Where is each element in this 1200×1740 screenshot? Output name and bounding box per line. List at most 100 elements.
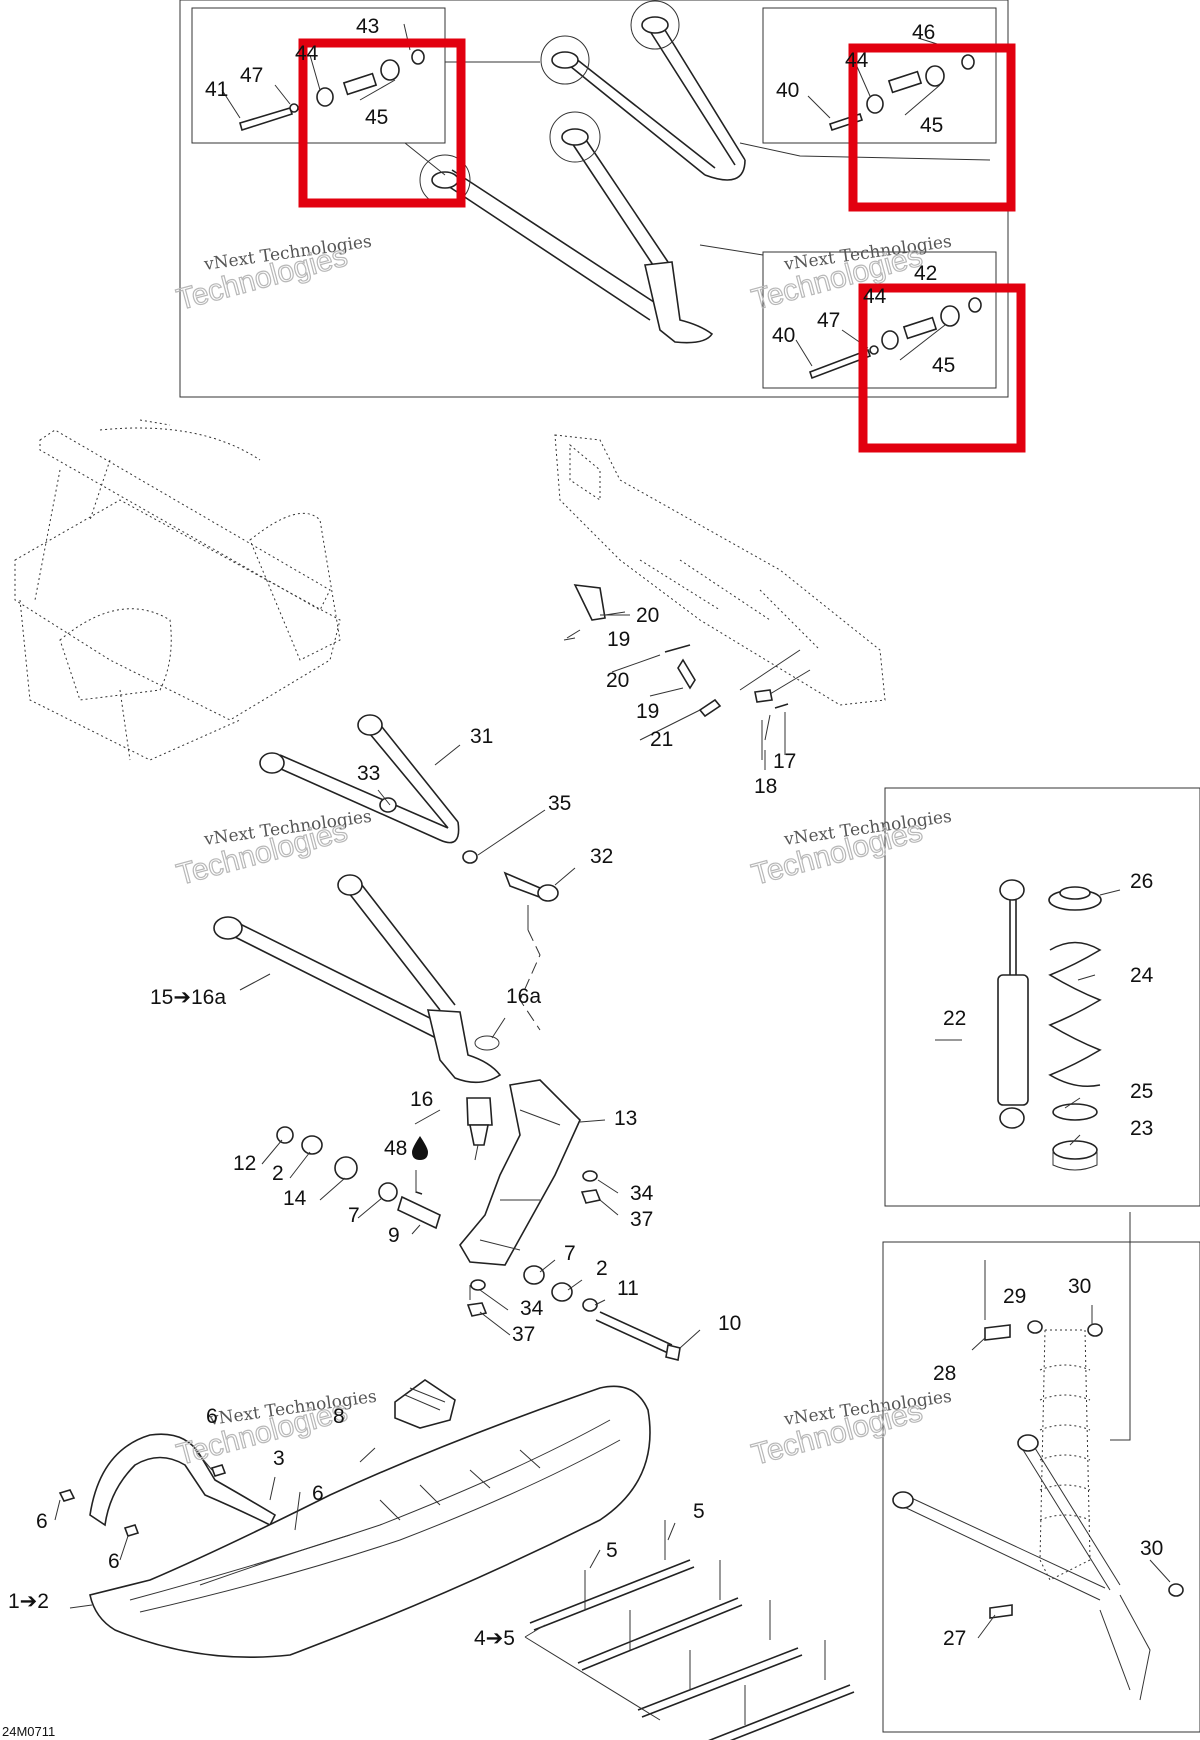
part-12	[276, 1126, 294, 1144]
part-14	[334, 1156, 358, 1180]
label-20: 20	[636, 604, 659, 627]
label-8: 8	[333, 1405, 345, 1428]
label-5: 5	[693, 1500, 705, 1523]
part-7b	[523, 1265, 545, 1285]
leader-lines	[54, 614, 1171, 1721]
part-10	[665, 1344, 681, 1361]
label-20: 20	[606, 669, 629, 692]
label-19: 19	[636, 700, 659, 723]
part-34a	[582, 1170, 598, 1182]
label-35: 35	[548, 792, 571, 815]
label-6: 6	[36, 1510, 48, 1533]
label-13: 13	[614, 1107, 637, 1130]
front-suspension-center	[58, 714, 855, 1740]
label-44: 44	[295, 42, 319, 65]
label-42: 42	[914, 262, 937, 285]
label-11: 11	[617, 1277, 639, 1300]
label-14: 14	[283, 1187, 307, 1210]
label-2: 2	[272, 1162, 284, 1185]
part-labels: 43 44 47 41 45 46 40 44 45 42 44 40 47 4…	[2, 15, 1163, 1739]
carbide-runners	[529, 1520, 855, 1740]
lower-right-assembly	[882, 1212, 1200, 1733]
label-10: 10	[718, 1312, 741, 1335]
label-44: 44	[845, 49, 869, 72]
part-11	[582, 1298, 598, 1312]
label-32: 32	[590, 845, 613, 868]
highlight-box-1	[298, 38, 466, 208]
part-7	[378, 1182, 398, 1202]
label-30: 30	[1140, 1537, 1163, 1560]
label-43: 43	[356, 15, 379, 38]
label-26: 26	[1130, 870, 1153, 893]
label-4-5: 4➔5	[474, 1627, 515, 1650]
label-28: 28	[933, 1362, 956, 1385]
chassis-frame-left	[14, 419, 341, 761]
label-47: 47	[240, 64, 263, 87]
label-18: 18	[754, 775, 777, 798]
part-37a	[580, 1189, 602, 1204]
highlight-box-3	[858, 283, 1026, 453]
label-40: 40	[776, 79, 799, 102]
detail-panel-top	[179, 0, 1026, 453]
label-40: 40	[772, 324, 795, 347]
label-29: 29	[1003, 1285, 1026, 1308]
label-25: 25	[1130, 1080, 1153, 1103]
label-27: 27	[943, 1627, 966, 1650]
part-33	[379, 797, 397, 813]
label-30: 30	[1068, 1275, 1091, 1298]
label-31: 31	[470, 725, 493, 748]
label-34: 34	[520, 1297, 544, 1320]
spring-24	[1048, 941, 1102, 1088]
label-15-16a: 15➔16a	[150, 986, 226, 1009]
label-22: 22	[943, 1007, 966, 1030]
label-37: 37	[512, 1323, 535, 1346]
label-47: 47	[817, 309, 840, 332]
shock-22	[997, 974, 1029, 1106]
shock-spring-panel	[884, 787, 1200, 1207]
part-2b	[551, 1282, 573, 1302]
ring-25	[1052, 1103, 1098, 1121]
label-6: 6	[312, 1482, 324, 1505]
label-7: 7	[564, 1242, 576, 1265]
label-46: 46	[912, 21, 935, 44]
label-16: 16	[410, 1088, 433, 1111]
label-24: 24	[1130, 964, 1154, 987]
part-35	[462, 850, 478, 864]
label-23: 23	[1130, 1117, 1153, 1140]
label-7: 7	[348, 1204, 360, 1227]
label-19: 19	[607, 628, 630, 651]
drawing-code: 24M0711	[2, 1724, 55, 1739]
label-45: 45	[365, 106, 388, 129]
lubricant-drop-icon	[412, 1136, 428, 1160]
inset-box-43	[191, 7, 446, 144]
bumper-frame	[554, 434, 886, 760]
part-34b	[470, 1279, 486, 1291]
part-9	[397, 1195, 441, 1230]
inset-box-42	[762, 251, 997, 389]
label-44: 44	[863, 285, 887, 308]
adjuster-23	[1052, 1140, 1098, 1160]
label-37: 37	[630, 1208, 653, 1231]
label-45: 45	[920, 114, 943, 137]
label-16a: 16a	[506, 985, 541, 1008]
label-33: 33	[357, 762, 380, 785]
label-1-2: 1➔2	[8, 1590, 49, 1613]
label-17: 17	[773, 750, 796, 773]
label-9: 9	[388, 1224, 400, 1247]
label-45: 45	[932, 354, 955, 377]
highlight-box-2	[848, 43, 1016, 212]
label-6: 6	[108, 1550, 120, 1573]
label-5: 5	[606, 1539, 618, 1562]
part-2	[301, 1135, 323, 1155]
label-41: 41	[205, 78, 228, 101]
label-12: 12	[233, 1152, 256, 1175]
part-16a	[474, 1035, 500, 1051]
label-21: 21	[650, 728, 673, 751]
label-34: 34	[630, 1182, 654, 1205]
label-6: 6	[206, 1405, 218, 1428]
label-2: 2	[596, 1257, 608, 1280]
label-3: 3	[273, 1447, 285, 1470]
inset-box-46	[762, 7, 997, 144]
label-48: 48	[384, 1137, 407, 1160]
